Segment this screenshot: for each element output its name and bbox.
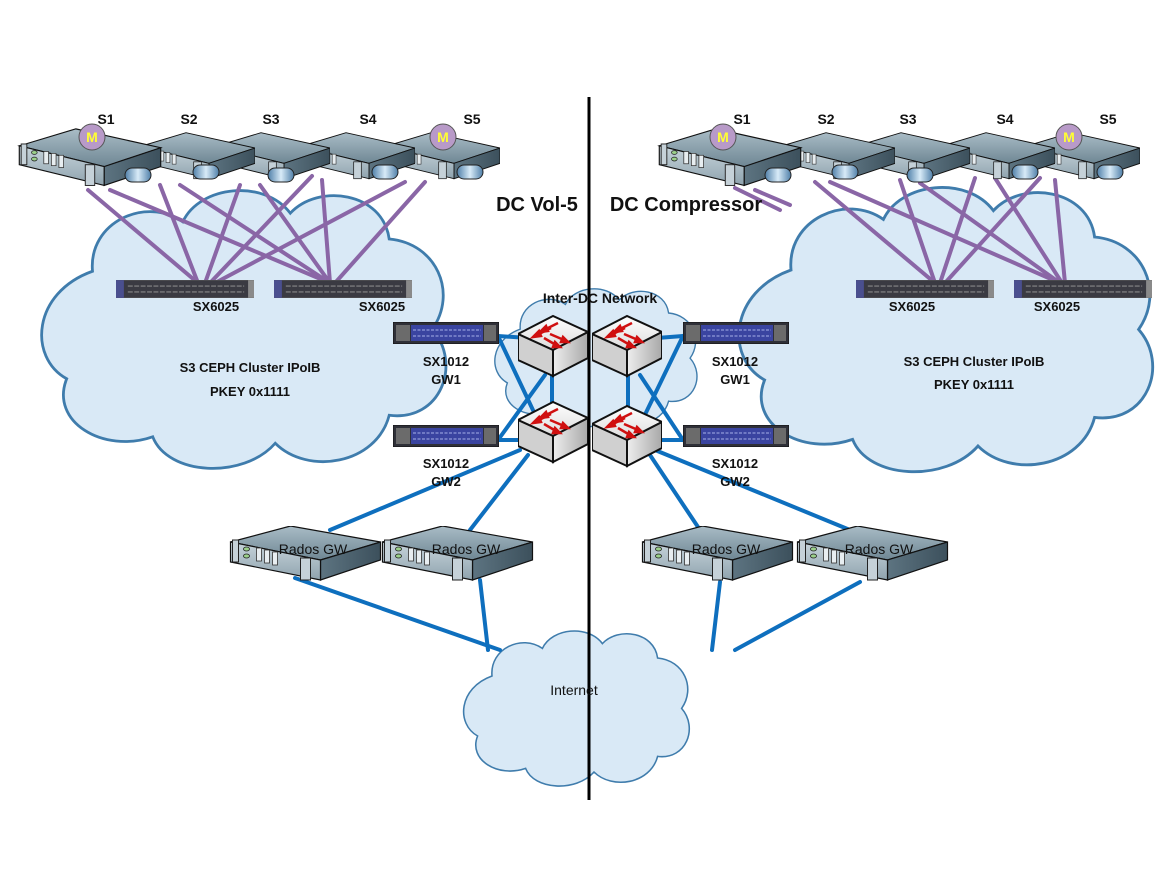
dc-title-right: DC Compressor xyxy=(610,194,762,216)
svg-text:GW2: GW2 xyxy=(720,474,750,489)
server-label: S5 xyxy=(463,111,480,127)
monitor-badge-s1-right: M xyxy=(709,123,737,151)
svg-text:SX6025: SX6025 xyxy=(359,299,405,314)
server-label: S1 xyxy=(733,111,750,127)
ib-links-left xyxy=(86,174,427,285)
server-labels-right: S1 S2 S3 S4 S5 xyxy=(733,111,1116,127)
rados-gw-right-1[interactable]: Rados GW xyxy=(641,526,794,581)
svg-text:GW2: GW2 xyxy=(431,474,461,489)
cluster-label-left: S3 CEPH Cluster IPoIB xyxy=(180,360,321,375)
cloud-left-cluster xyxy=(40,188,448,471)
svg-text:SX6025: SX6025 xyxy=(889,299,935,314)
server-label: S3 xyxy=(899,111,916,127)
server-label: S1 xyxy=(97,111,114,127)
svg-text:GW1: GW1 xyxy=(720,372,750,387)
ib-switch-sx6025-right-2[interactable]: SX6025 xyxy=(1014,280,1152,314)
server-label: S4 xyxy=(996,111,1013,127)
ethernet-links xyxy=(293,334,862,652)
svg-text:SX1012: SX1012 xyxy=(423,456,469,471)
gateway-gw1-left[interactable]: SX1012 GW1 xyxy=(393,322,499,387)
svg-text:SX1012: SX1012 xyxy=(712,354,758,369)
rados-gw-left-1[interactable]: Rados GW xyxy=(229,526,382,581)
internet-label: Internet xyxy=(550,682,598,698)
svg-text:GW1: GW1 xyxy=(431,372,461,387)
svg-text:M: M xyxy=(717,129,729,145)
rados-gw-right-2[interactable]: Rados GW xyxy=(796,526,949,581)
monitor-badge-s5-left: M xyxy=(429,123,457,151)
svg-text:SX1012: SX1012 xyxy=(423,354,469,369)
ib-switch-sx6025-left-1[interactable]: SX6025 xyxy=(116,280,254,314)
svg-text:M: M xyxy=(437,129,449,145)
monitor-badge-s1-left: M xyxy=(78,123,106,151)
rados-gw-left-2[interactable]: Rados GW xyxy=(381,526,534,581)
server-label: S2 xyxy=(817,111,834,127)
inter-dc-label: Inter-DC Network xyxy=(543,290,658,306)
pkey-label-right: PKEY 0x1111 xyxy=(934,377,1014,392)
cloud-internet xyxy=(462,629,691,788)
svg-text:SX1012: SX1012 xyxy=(712,456,758,471)
cluster-label-right: S3 CEPH Cluster IPoIB xyxy=(904,354,1045,369)
ib-links-right xyxy=(733,176,1067,285)
server-row-left xyxy=(18,128,500,187)
svg-text:SX6025: SX6025 xyxy=(193,299,239,314)
gateway-gw1-right[interactable]: SX1012 GW1 xyxy=(683,322,789,387)
svg-text:Rados GW: Rados GW xyxy=(845,541,914,557)
svg-text:SX6025: SX6025 xyxy=(1034,299,1080,314)
ib-switch-sx6025-left-2[interactable]: SX6025 xyxy=(274,280,412,314)
server-labels-left: S1 S2 S3 S4 S5 xyxy=(97,111,480,127)
monitor-badge-s5-right: M xyxy=(1055,123,1083,151)
svg-text:Rados GW: Rados GW xyxy=(432,541,501,557)
server-label: S4 xyxy=(359,111,376,127)
server-label: S5 xyxy=(1099,111,1116,127)
server-label: S3 xyxy=(262,111,279,127)
ib-switch-sx6025-right-1[interactable]: SX6025 xyxy=(856,280,994,314)
disk-icons-left xyxy=(124,164,484,183)
server-label: S2 xyxy=(180,111,197,127)
svg-text:M: M xyxy=(1063,129,1075,145)
svg-text:Rados GW: Rados GW xyxy=(692,541,761,557)
gateway-gw2-left[interactable]: SX1012 GW2 xyxy=(393,425,499,489)
disk-icons-right xyxy=(764,164,1124,183)
server-row-right xyxy=(658,128,1140,187)
cloud-right-cluster xyxy=(737,185,1155,474)
dc-title-left: DC Vol-5 xyxy=(496,194,578,216)
gateway-gw2-right[interactable]: SX1012 GW2 xyxy=(683,425,789,489)
svg-text:Rados GW: Rados GW xyxy=(279,541,348,557)
pkey-label-left: PKEY 0x1111 xyxy=(210,384,290,399)
svg-text:M: M xyxy=(86,129,98,145)
